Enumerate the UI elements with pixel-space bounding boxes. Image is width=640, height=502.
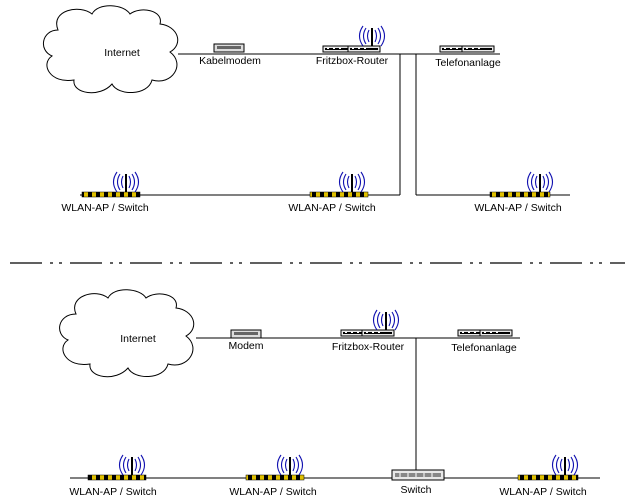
ap3-device-icon xyxy=(489,191,551,198)
ap3-label-bottom: WLAN-AP / Switch xyxy=(499,486,586,498)
ap1-label-bottom: WLAN-AP / Switch xyxy=(69,486,156,498)
bottom-diagram: Internet Modem Fritzbox-Router Telefonan… xyxy=(59,289,600,498)
internet-label: Internet xyxy=(104,47,140,59)
modem-label: Kabelmodem xyxy=(199,55,261,67)
switch-icon xyxy=(391,469,445,481)
switch-label: Switch xyxy=(401,484,432,496)
modem-label-bottom: Modem xyxy=(228,340,263,352)
modem-icon xyxy=(230,329,262,339)
ap3-wifi-icon xyxy=(526,171,554,193)
ap2-wifi-icon-bottom xyxy=(276,454,304,476)
ap1-device-icon-bottom xyxy=(87,474,147,481)
phone-system-icon-part-bottom xyxy=(479,329,513,337)
ap3-label: WLAN-AP / Switch xyxy=(474,202,561,214)
router-icon-part-bottom xyxy=(361,329,395,337)
ap3-device-icon-bottom xyxy=(517,474,579,481)
internet-label-bottom: Internet xyxy=(120,333,156,345)
router-label-bottom: Fritzbox-Router xyxy=(332,341,405,353)
ap2-device-icon xyxy=(309,191,369,198)
ap1-wifi-icon-bottom xyxy=(118,454,146,476)
ap1-wifi-icon xyxy=(112,171,140,193)
router-wifi-icon-bottom xyxy=(372,309,400,331)
ap2-wifi-icon xyxy=(338,171,366,193)
ap2-label: WLAN-AP / Switch xyxy=(288,202,375,214)
phone-system-icon-part xyxy=(461,45,495,53)
cable-modem-icon xyxy=(213,43,245,53)
router-wifi-icon xyxy=(358,25,386,47)
ap1-label: WLAN-AP / Switch xyxy=(61,202,148,214)
phone-system-label: Telefonanlage xyxy=(435,57,501,69)
ap3-wifi-icon-bottom xyxy=(551,454,579,476)
internet-cloud-icon-bottom xyxy=(59,289,195,378)
router-icon-part xyxy=(347,45,381,53)
ap2-label-bottom: WLAN-AP / Switch xyxy=(229,486,316,498)
ap1-device-icon xyxy=(81,191,141,198)
internet-cloud-icon xyxy=(43,5,179,94)
phone-system-label-bottom: Telefonanlage xyxy=(451,342,517,354)
router-label: Fritzbox-Router xyxy=(316,55,389,67)
top-diagram: Internet Kabelmodem Fritzbox-Router Tele… xyxy=(43,5,570,214)
ap2-device-icon-bottom xyxy=(245,474,305,481)
